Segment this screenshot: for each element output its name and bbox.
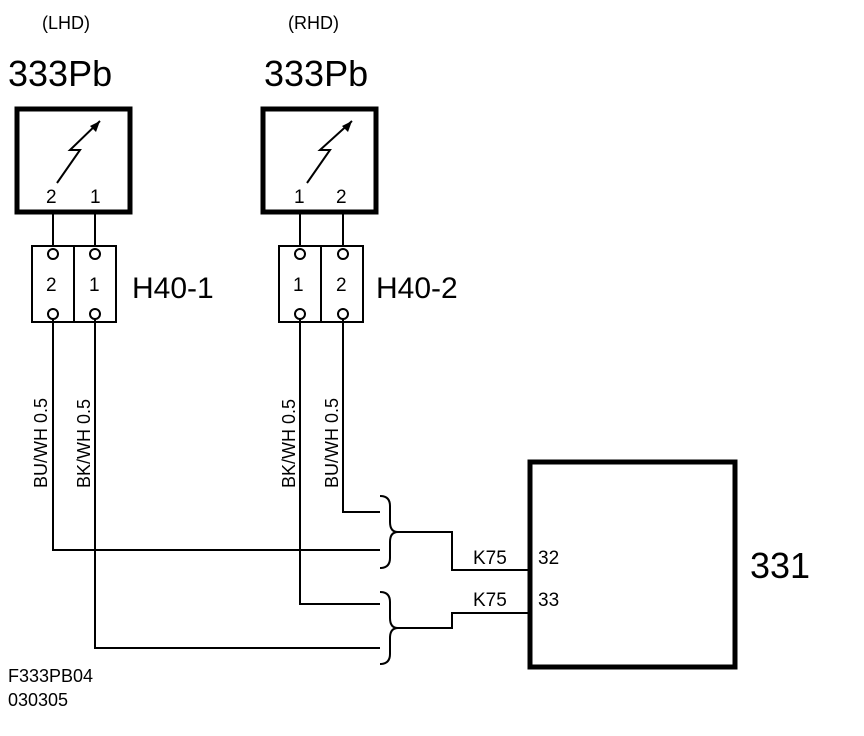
h40-1-pin-1: 1	[89, 275, 100, 296]
connector-h40-1	[31, 245, 117, 323]
rhd-sensor-symbol-icon	[306, 120, 353, 184]
module-pin-32-connector: K75	[473, 548, 507, 569]
rhd-sensor-box	[260, 106, 379, 215]
rhd-sensor-pin-2: 2	[336, 187, 347, 208]
lhd-sensor-box	[14, 106, 133, 215]
wire-label-lhd-bu-wh: BU/WH 0.5	[31, 398, 51, 488]
module-pin-32: 32	[538, 548, 559, 569]
rhd-component-label: 333Pb	[264, 53, 368, 94]
wiring	[52, 319, 530, 665]
wire-label-rhd-bu-wh: BU/WH 0.5	[322, 398, 342, 488]
connector-h40-2	[278, 245, 364, 323]
lhd-sensor-symbol-icon	[56, 120, 101, 184]
diagram-code: F333PB04	[8, 666, 93, 686]
h40-2-label: H40-2	[376, 272, 458, 305]
rhd-sensor-pin-1: 1	[294, 187, 305, 208]
lhd-sensor-pin-2: 2	[46, 187, 57, 208]
wire-label-rhd-bk-wh: BK/WH 0.5	[279, 399, 299, 488]
wire-label-lhd-bk-wh: BK/WH 0.5	[74, 399, 94, 488]
module-331-box	[527, 459, 738, 670]
diagram-date: 030305	[8, 690, 68, 710]
module-pin-33: 33	[538, 590, 559, 611]
h40-2-pin-2: 2	[336, 275, 347, 296]
h40-1-pin-2: 2	[46, 275, 57, 296]
h40-2-pin-1: 1	[293, 275, 304, 296]
h40-1-label: H40-1	[132, 272, 214, 305]
module-pin-33-connector: K75	[473, 590, 507, 611]
rhd-variant-label: (RHD)	[288, 13, 339, 33]
module-331-label: 331	[750, 545, 810, 586]
lhd-sensor-pin-1: 1	[90, 187, 101, 208]
lhd-component-label: 333Pb	[8, 53, 112, 94]
lhd-variant-label: (LHD)	[42, 13, 90, 33]
